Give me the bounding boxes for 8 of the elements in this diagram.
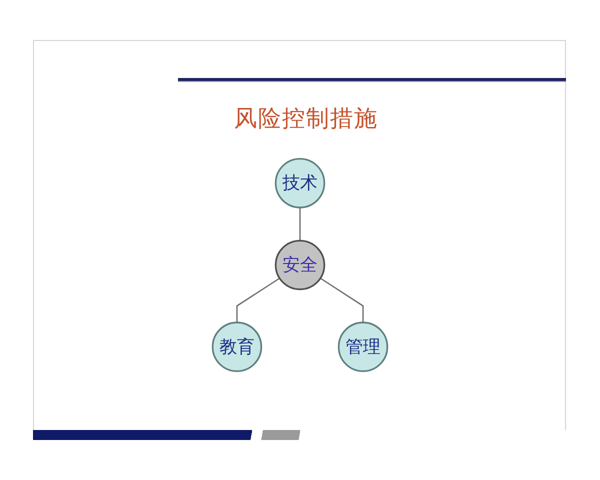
circle-node: 教育 [212, 322, 262, 372]
connector-line [236, 278, 280, 322]
title: 风险控制措施 [233, 105, 378, 134]
circle-node: 管理 [338, 322, 388, 372]
circle-node: 安全 [274, 240, 326, 290]
connector-line [299, 208, 301, 241]
connector-line [320, 278, 364, 322]
circle-node: 技术 [274, 158, 326, 208]
